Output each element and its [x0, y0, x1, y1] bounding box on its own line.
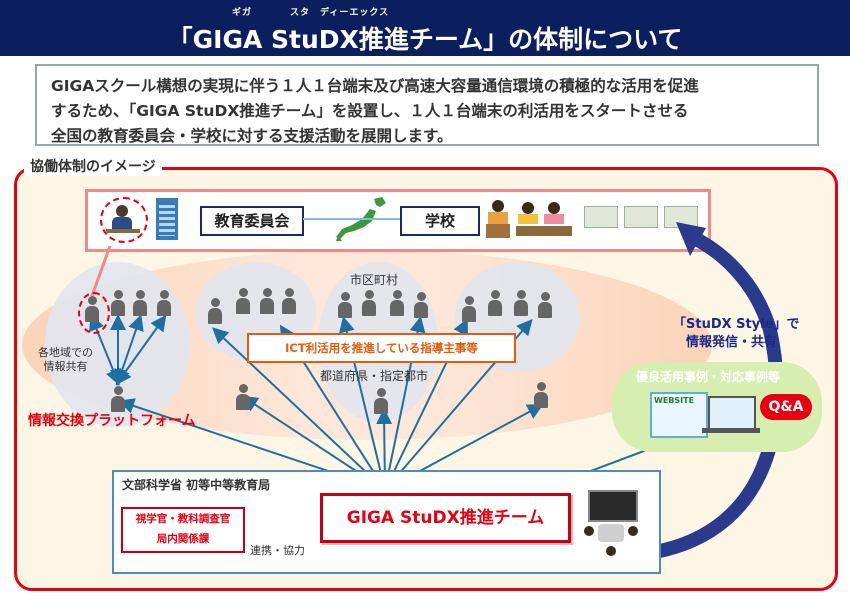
section-title: 協働体制のイメージ [24, 156, 162, 176]
person-icon [260, 288, 274, 318]
school-building-icon-1 [584, 206, 618, 228]
gov-officials-box: 視学官・教科調査官 局内関係課 [121, 507, 245, 553]
title-bar: ギガ スタ ディーエックス 「GIGA StuDX推進チーム」の体制について [0, 0, 850, 56]
ict-supervisors-label: ICT利活用を推進している指導主事等 [247, 333, 516, 363]
prefecture-label: 都道府県・指定都市 [320, 369, 429, 383]
laptop-base [702, 428, 760, 433]
person-icon [488, 290, 502, 320]
person-icon [282, 288, 296, 318]
person-icon [374, 388, 388, 418]
website-label: WEBSITE [654, 396, 695, 405]
person-icon [362, 290, 376, 320]
studx-team-box: GIGA StuDX推進チーム [320, 493, 571, 543]
school-label: 学校 [400, 206, 480, 236]
website-icon: WEBSITE [650, 392, 708, 438]
person-icon [208, 298, 222, 328]
cooperation-label: 連携・協力 [250, 544, 305, 557]
regional-person-highlight [78, 292, 110, 334]
intro-line-2: するため、「GIGA StuDX推進チーム」を設置し、１人１台端末の利活用をスタ… [51, 102, 689, 120]
school-building-icon-2 [624, 206, 658, 228]
gov-line-1: 視学官・教科調査官 [135, 513, 231, 525]
platform-label: 情報交換プラットフォーム [28, 413, 196, 429]
examples-label: 優良活用事例・対応事例等 [636, 370, 781, 384]
person-icon [111, 386, 125, 416]
team-meeting-icon [580, 490, 642, 562]
japan-map-icon [336, 197, 386, 241]
intro-line-1: GIGAスクール構想の実現に伴う１人１台端末及び高速大容量通信環境の積極的な活用… [51, 77, 699, 95]
page-title: 「GIGA StuDX推進チーム」の体制について [167, 25, 683, 54]
person-icon [538, 292, 552, 322]
municipality-label: 市区町村 [350, 273, 399, 287]
person-icon [111, 290, 125, 320]
official-icon [100, 197, 148, 243]
qa-label: Q&A [768, 399, 804, 415]
gov-line-2: 局内関係課 [156, 533, 210, 545]
connector-line [303, 218, 403, 220]
ruby-studx: スタ ディーエックス [290, 8, 390, 18]
mext-label: 文部科学省 初等中等教育局 [122, 478, 271, 492]
info-share-label: 情報発信・共有 [686, 335, 778, 350]
person-icon [462, 296, 476, 326]
board-of-education-label: 教育委員会 [200, 206, 304, 236]
person-icon [236, 288, 250, 318]
studx-style-label: 「StuDX Style」で [673, 317, 800, 332]
person-icon [133, 290, 147, 320]
person-icon [414, 292, 428, 322]
person-icon [157, 290, 171, 320]
person-icon [514, 290, 528, 320]
top-bar: 教育委員会 学校 [85, 189, 711, 252]
person-icon [85, 296, 99, 326]
intro-box: GIGAスクール構想の実現に伴う１人１台端末及び高速大容量通信環境の積極的な活用… [35, 64, 819, 146]
regional-share-label: 各地域での 情報共有 [38, 346, 93, 373]
students-icon [516, 200, 572, 238]
ruby-giga: ギガ [232, 8, 253, 18]
person-icon [338, 292, 352, 322]
qa-badge: Q&A [760, 394, 812, 420]
intro-text: GIGAスクール構想の実現に伴う１人１台端末及び高速大容量通信環境の積極的な活用… [37, 66, 817, 157]
intro-line-3: 全国の教育委員会・学校に対する支援活動を展開します。 [51, 127, 453, 145]
teacher-icon [486, 198, 510, 238]
person-icon [236, 384, 250, 414]
person-icon [534, 382, 548, 412]
building-icon [156, 198, 178, 240]
laptop-icon [708, 396, 756, 430]
person-icon [390, 290, 404, 320]
